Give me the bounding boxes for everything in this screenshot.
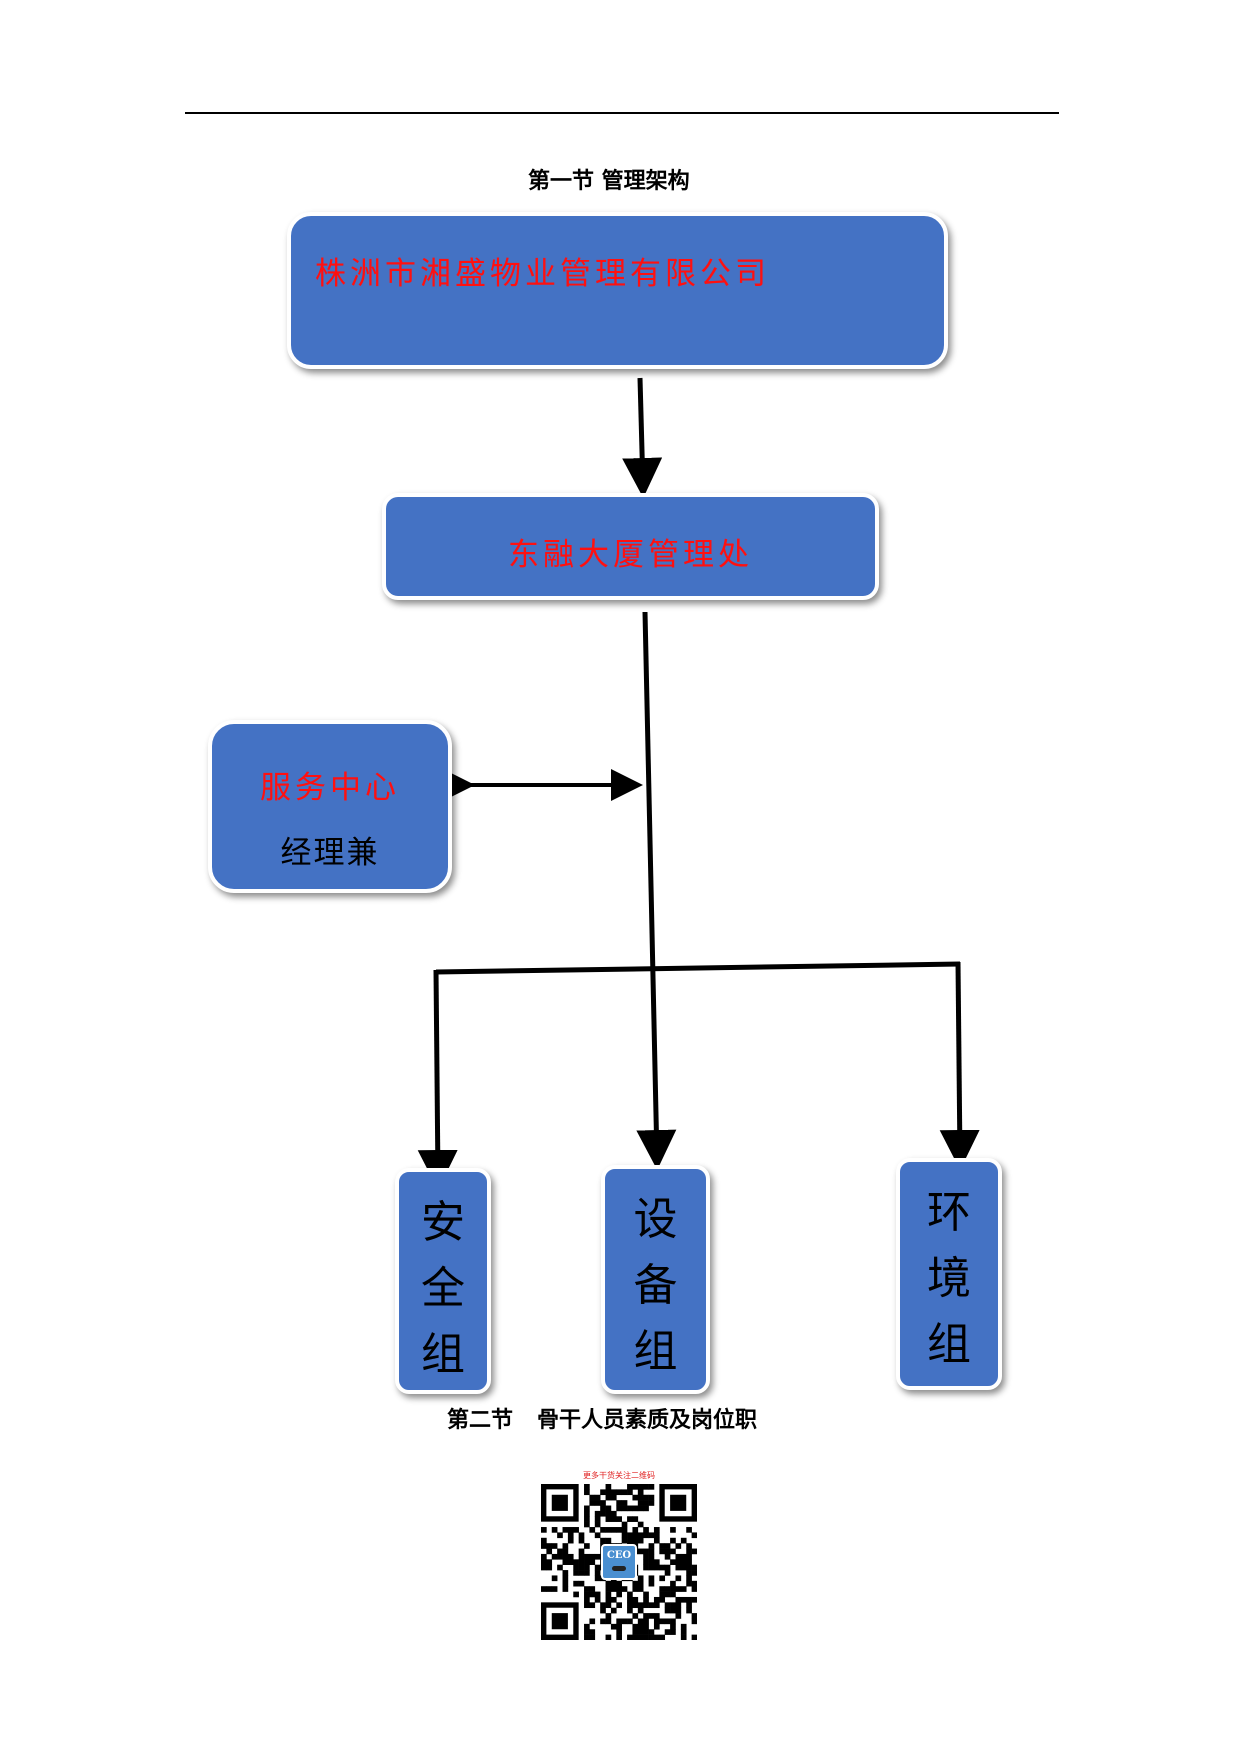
connector-office-trunk bbox=[636, 611, 677, 1170]
section-title-management-structure: 第一节 管理架构 bbox=[528, 169, 690, 194]
environment-group-label: 环 境 组 bbox=[927, 1187, 971, 1370]
section2-text: 骨干人员素质及岗位职 bbox=[537, 1408, 758, 1433]
connector-company-to-office bbox=[622, 377, 663, 498]
management-office-box: 东融大厦管理处 bbox=[382, 493, 879, 600]
service-center-label: 服务中心 bbox=[260, 770, 400, 806]
security-group-box: 安 全 组 bbox=[395, 1168, 491, 1394]
qr-caption: 更多干货关注二维码 bbox=[583, 1471, 655, 1480]
management-office-label: 东融大厦管理处 bbox=[508, 537, 753, 573]
service-center-box: 服务中心 经理兼 bbox=[208, 720, 452, 893]
company-box: 株洲市湘盛物业管理有限公司 bbox=[287, 212, 948, 369]
environment-group-box: 环 境 组 bbox=[896, 1158, 1002, 1390]
mustache-icon bbox=[612, 1566, 626, 1571]
qr-code-icon bbox=[541, 1484, 697, 1640]
section-title-key-staff: 第二节骨干人员素质及岗位职 bbox=[447, 1402, 757, 1434]
security-group-label: 安 全 组 bbox=[421, 1197, 465, 1380]
header-rule bbox=[185, 112, 1059, 114]
ceo-logo-icon: CEO bbox=[601, 1544, 637, 1580]
equipment-group-label: 设 备 组 bbox=[633, 1194, 678, 1377]
connector-groups-bus bbox=[435, 961, 961, 975]
company-label: 株洲市湘盛物业管理有限公司 bbox=[315, 256, 770, 292]
connector-to-environment bbox=[939, 961, 980, 1170]
service-center-sub-label: 经理兼 bbox=[280, 835, 380, 871]
equipment-group-box: 设 备 组 bbox=[601, 1165, 710, 1394]
qr-code-block: 更多干货关注二维码 CEO bbox=[541, 1470, 697, 1646]
connector-to-security bbox=[417, 969, 458, 1190]
section2-prefix: 第二节 bbox=[447, 1408, 514, 1433]
